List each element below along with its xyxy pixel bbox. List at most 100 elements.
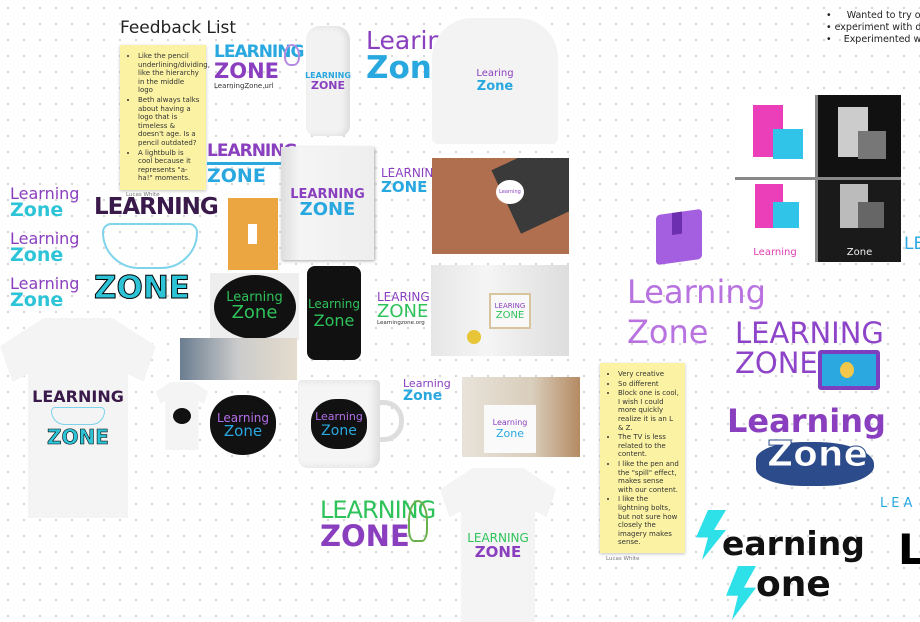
logo-text: Zone: [846, 247, 873, 258]
logo-text: LEARNING: [381, 166, 443, 180]
logo-text: LEARNING: [290, 187, 365, 202]
paint-spill-shape: [756, 442, 874, 486]
logo-text: Learning: [10, 184, 80, 203]
logo-text: Zone: [223, 421, 263, 440]
laptop-photo[interactable]: Learning: [432, 158, 569, 254]
logo-text: ZONE: [474, 542, 522, 561]
logo-open-book[interactable]: LEARNING ZONE: [94, 194, 219, 318]
sticky-note-1[interactable]: Like the pencil underlining/dividing, li…: [120, 45, 210, 198]
people-photo[interactable]: [180, 338, 297, 380]
logo-lightning[interactable]: earning one: [696, 508, 865, 622]
sticker-logo: Learning: [496, 180, 524, 204]
logo-text: one: [756, 564, 831, 605]
note-item: A lightbulb is cool because it represent…: [138, 149, 200, 183]
note-line: • Wanted to try out: [826, 10, 920, 21]
logo-text: LEARNING: [207, 141, 297, 161]
logo-text: Zone: [476, 79, 514, 94]
logo-text: ZONE: [214, 59, 279, 83]
logo-partial: L: [898, 525, 920, 574]
logo-text: Learning: [753, 247, 797, 258]
pencil-icon: [207, 162, 283, 165]
open-book-icon: [102, 223, 198, 269]
logo-text: Zone: [627, 313, 709, 351]
logo-partial: LE: [904, 234, 920, 254]
sticky-note-2[interactable]: Very creativeSo differentBlock one is co…: [600, 363, 685, 562]
logo-url: Learningzone.org: [377, 320, 425, 326]
tshirt-mockup[interactable]: LEARNING ZONE: [0, 318, 156, 518]
text-notes[interactable]: • Wanted to try out • experiment with di…: [826, 10, 920, 46]
logo-text: Learning: [403, 377, 451, 390]
book-mockup[interactable]: LEARNING ZONE: [281, 147, 374, 260]
logo-lightbulb-blue[interactable]: LEARNING ZONE LearningZone.url: [214, 42, 304, 92]
logo-text: Zone: [10, 289, 64, 312]
lightbulb-icon: [408, 500, 428, 542]
note-item: Very creative: [618, 370, 679, 379]
logo-url: LearningZone.url: [214, 82, 274, 90]
logo-text: LEARNING: [94, 194, 219, 220]
block-logo-grid[interactable]: Learning Zone: [735, 95, 901, 262]
logo-text: Learing: [476, 68, 514, 79]
logo-text: ZONE: [735, 346, 818, 381]
logo-text: ZONE: [47, 425, 110, 449]
logo-text: LEARNING: [467, 530, 529, 545]
orange-product-photo[interactable]: [228, 198, 278, 270]
logo-pencil[interactable]: LEARNING ZONE: [207, 141, 297, 187]
lightning-icon: [726, 566, 756, 620]
logo-text: LEARNING: [32, 387, 124, 406]
logo-text: Learning: [10, 229, 80, 248]
logo-text: LEARNING: [214, 42, 304, 62]
logo-text: Learning: [10, 274, 80, 293]
logo-apple[interactable]: Learning Zone: [210, 395, 276, 455]
logo-text: Zone: [403, 388, 443, 404]
note-item: I like the pen and the "spill" effect, m…: [618, 460, 679, 494]
logo-text: ZONE: [94, 270, 191, 306]
note-item: Like the pencil underlining/dividing, li…: [138, 52, 210, 95]
mug-handle: [380, 400, 404, 442]
note-item: The TV is less related to the content.: [618, 433, 679, 459]
note-item: So different: [618, 380, 679, 389]
note-item: Beth always talks about having a logo th…: [138, 96, 200, 148]
note-author: Lucas White: [126, 191, 160, 198]
note-item: I like the lightning bolts, but not sure…: [618, 495, 679, 547]
logo-text: Learning: [216, 410, 270, 425]
tv-icon: [818, 350, 880, 390]
logo-text: Learning: [226, 290, 283, 305]
board-title: Feedback List: [120, 18, 237, 38]
logo-text: ZONE: [310, 78, 346, 92]
logo-text: Zone: [313, 310, 355, 330]
logo-text: ZONE: [299, 199, 356, 220]
logo-text: ZONE: [381, 178, 428, 196]
logo-text: Learning: [727, 402, 886, 440]
logo-text: Zone: [10, 244, 64, 267]
logo-partial: LEA: [880, 496, 917, 511]
circle-logo-card[interactable]: Learning Zone: [210, 273, 299, 340]
hoodie-mockup[interactable]: Learing Zone: [432, 18, 558, 144]
logo-text: ZONE: [320, 519, 410, 553]
tshirt-mockup-2[interactable]: LEARNING ZONE: [440, 468, 556, 622]
purple-book-icon[interactable]: [656, 208, 702, 266]
can-mockup[interactable]: Learning Zone: [307, 266, 361, 360]
logo-text: Zone: [767, 434, 869, 475]
small-tshirt-mockup[interactable]: [156, 382, 208, 450]
bottle-mockup[interactable]: LEARNING ZONE: [305, 26, 351, 136]
note-line: • experiment with diffe: [826, 22, 920, 33]
note-item: Block one is cool, I wish I could more q…: [618, 389, 679, 432]
logo-text: ZONE: [207, 165, 266, 187]
logo-text: Zone: [10, 199, 64, 222]
logo-text: earning: [722, 524, 865, 563]
logo-text: LEARNING: [735, 316, 884, 350]
logo-text: LEARING: [377, 290, 430, 304]
logo-text: Learning: [307, 296, 361, 311]
